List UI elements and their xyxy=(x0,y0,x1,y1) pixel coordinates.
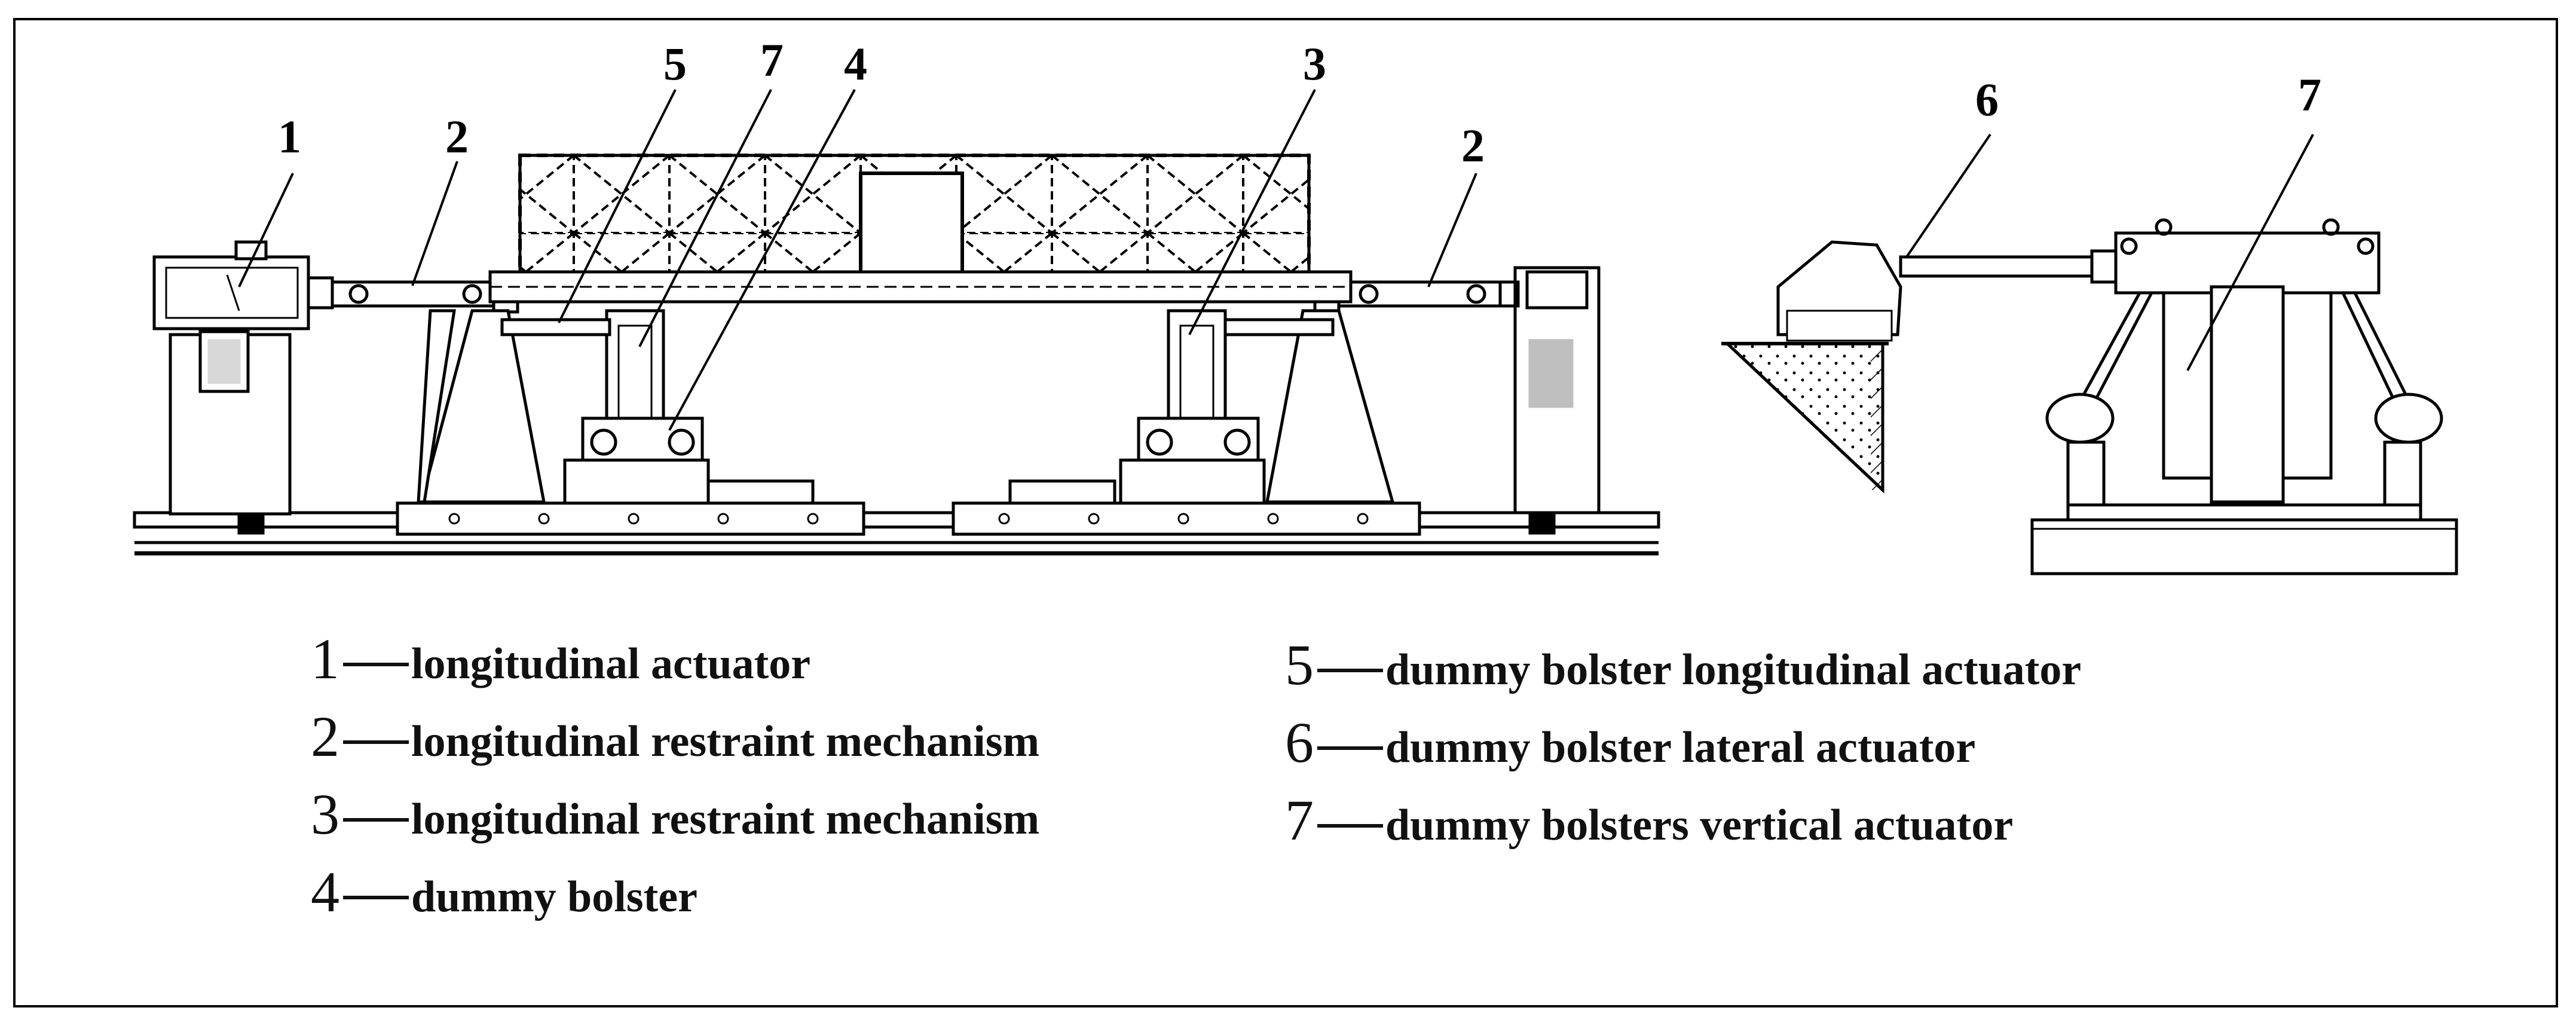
base-rail xyxy=(133,511,1660,529)
callout-2-left: 2 xyxy=(445,111,469,163)
lateral-actuator-rod xyxy=(1899,255,2094,278)
callout-7-left: 7 xyxy=(760,34,784,86)
callout-1: 1 xyxy=(278,111,301,163)
callout-2-right: 2 xyxy=(1461,120,1485,171)
end-view-vertical-actuator xyxy=(2162,291,2213,480)
callout-leaders-right xyxy=(1905,133,2314,371)
callout-7-right: 7 xyxy=(2298,69,2321,121)
callout-leaders-left xyxy=(238,89,1477,431)
callout-3: 3 xyxy=(1303,38,1326,90)
callout-5: 5 xyxy=(663,38,687,90)
side-view-assembly xyxy=(133,154,1660,556)
end-view-top-beam xyxy=(2114,231,2381,295)
callout-6: 6 xyxy=(1975,73,1999,125)
callout-4: 4 xyxy=(844,38,867,90)
end-view-assembly xyxy=(1721,218,2458,575)
car-body-center-panel xyxy=(859,171,964,277)
